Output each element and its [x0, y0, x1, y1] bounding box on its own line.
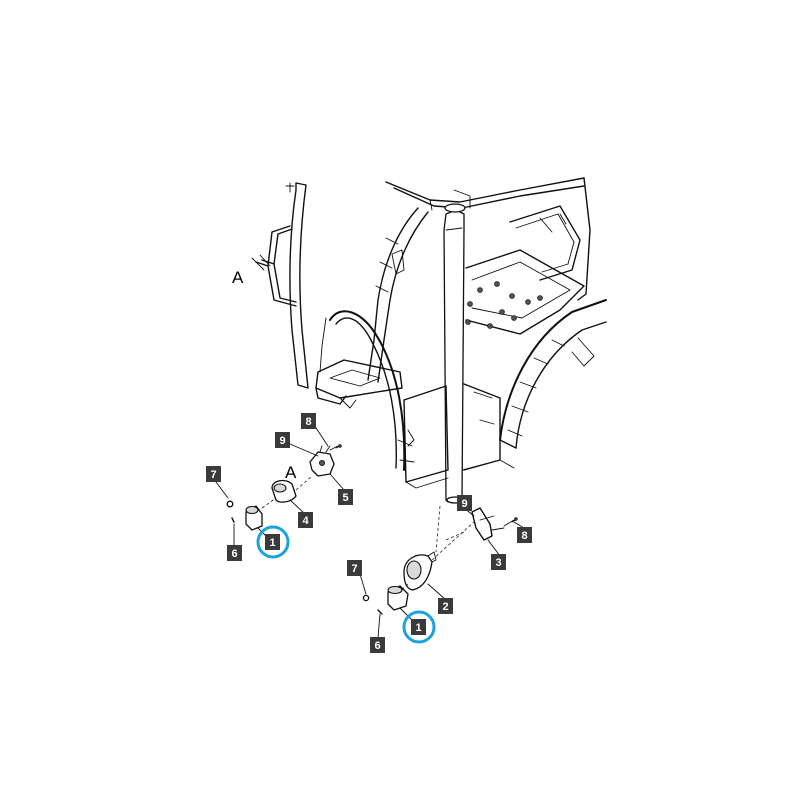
svg-text:3: 3 — [495, 557, 501, 569]
svg-text:7: 7 — [351, 563, 357, 575]
callout-9-top[interactable]: 9 — [275, 432, 290, 448]
pin-part-6-left — [231, 517, 235, 523]
reference-label-a-top: A — [232, 268, 244, 287]
leader-lines — [215, 427, 525, 639]
svg-text:1: 1 — [415, 622, 421, 634]
washer-part-7-bottom — [362, 594, 370, 602]
svg-text:4: 4 — [302, 515, 309, 527]
callout-9-right[interactable]: 9 — [457, 495, 472, 511]
washer-part-7-left — [226, 500, 234, 508]
svg-text:8: 8 — [305, 416, 311, 428]
callout-7-left[interactable]: 7 — [206, 466, 221, 482]
svg-text:6: 6 — [374, 640, 380, 652]
callout-6-left[interactable]: 6 — [227, 545, 242, 561]
callout-8-top[interactable]: 8 — [301, 413, 316, 429]
parts — [226, 444, 518, 615]
cab-frame — [251, 177, 607, 504]
assembly-lines — [261, 475, 475, 591]
callout-1-left[interactable]: 1 — [265, 534, 280, 550]
callout-2[interactable]: 2 — [438, 598, 453, 614]
callout-7-bottom[interactable]: 7 — [347, 560, 362, 576]
callout-5[interactable]: 5 — [338, 489, 353, 505]
highlight-ring-part-1-left — [256, 525, 290, 559]
svg-text:8: 8 — [521, 530, 527, 542]
callout-1-bottom[interactable]: 1 — [411, 619, 426, 635]
callout-6-bottom[interactable]: 6 — [370, 637, 385, 653]
pin-part-6-bottom — [377, 609, 383, 615]
callout-3[interactable]: 3 — [491, 554, 506, 570]
reference-label-a-mid: A — [285, 463, 297, 482]
svg-text:7: 7 — [210, 469, 216, 481]
hinge-part-3 — [471, 507, 493, 541]
svg-text:6: 6 — [231, 548, 237, 560]
svg-text:5: 5 — [342, 492, 348, 504]
svg-text:1: 1 — [269, 537, 275, 549]
floor-bolt-holes — [465, 281, 543, 329]
callout-4[interactable]: 4 — [298, 512, 313, 528]
callout-8-right[interactable]: 8 — [517, 527, 532, 543]
svg-text:9: 9 — [279, 435, 285, 447]
svg-text:9: 9 — [461, 498, 467, 510]
highlight-ring-part-1-bottom — [402, 610, 436, 644]
svg-text:2: 2 — [442, 601, 448, 613]
